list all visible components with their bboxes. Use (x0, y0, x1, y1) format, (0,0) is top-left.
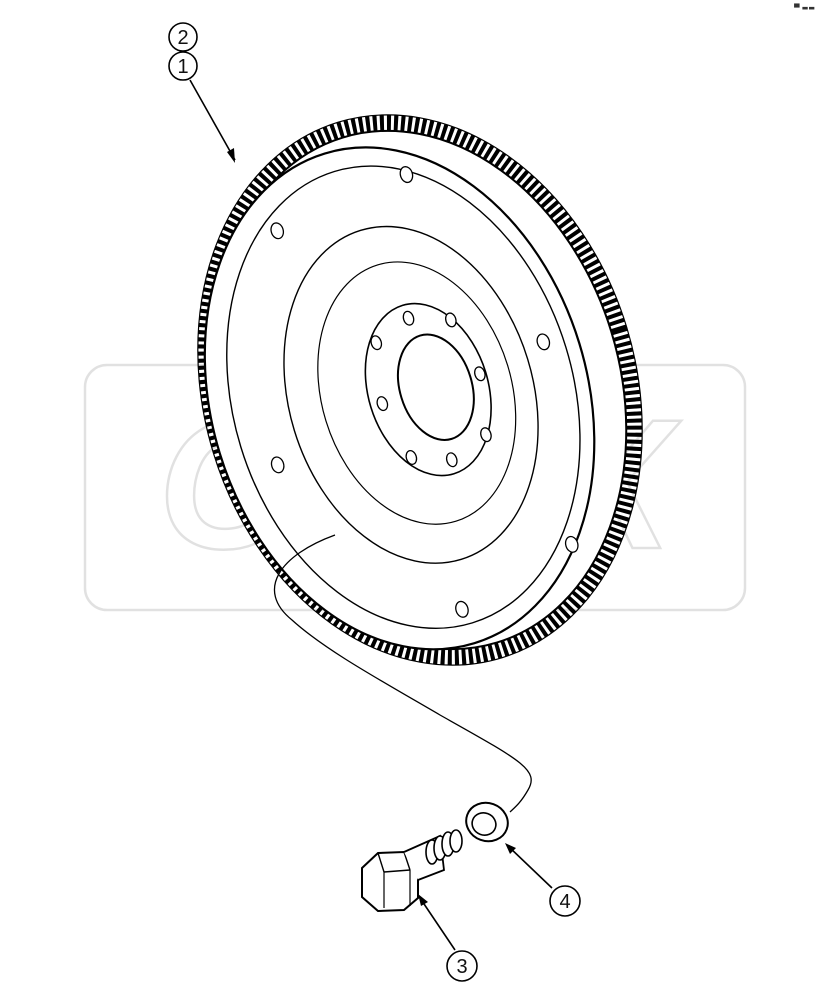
callout-4-label: 4 (559, 891, 570, 913)
arrowhead-4 (505, 843, 516, 854)
corner-mark: ▀ ▬▬ (794, 4, 815, 12)
callout-2: 2 (168, 22, 198, 52)
washer-icon (465, 801, 509, 843)
callout-4: 4 (549, 885, 581, 917)
leader-line-3 (419, 897, 456, 951)
callout-3-label: 3 (456, 956, 467, 978)
leader-curve (273, 534, 532, 813)
arrowhead-1 (227, 148, 235, 163)
callout-3: 3 (446, 950, 478, 982)
callout-1: 1 (168, 51, 198, 81)
callout-1-label: 1 (177, 56, 188, 78)
leader-line-1 (189, 79, 236, 161)
arrowhead-3 (418, 894, 428, 906)
flywheel-icon (197, 114, 643, 666)
bolt-icon (361, 829, 463, 913)
callout-2-label: 2 (177, 27, 188, 49)
leader-line-4 (507, 845, 553, 889)
